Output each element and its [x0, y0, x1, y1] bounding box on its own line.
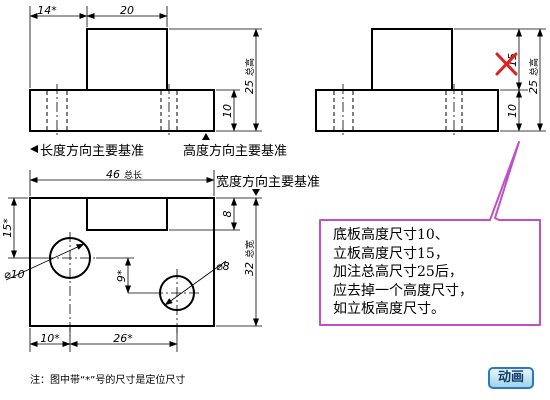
top-view-centerlines: [44, 232, 201, 336]
front-left-centerlines: [56, 84, 170, 137]
front-right-centerlines: [342, 84, 455, 137]
dim-left-top-width: 20: [120, 4, 134, 17]
front-left-dimension-lines: [29, 6, 262, 132]
footnote: 注：图中带“*”号的尺寸是定位尺寸: [30, 375, 186, 386]
front-view-right: [315, 28, 546, 137]
callout-line: 应去掉一个高度尺寸，: [333, 282, 473, 299]
height-datum-label: 高度方向主要基准: [183, 143, 287, 159]
dim-right-total-height: 25: [527, 80, 540, 94]
callout-text: 底板高度尺寸10、 立板高度尺寸15， 加注总高尺寸25后， 应去掉一个高度尺寸…: [333, 226, 493, 319]
front-left-base-plate: [29, 89, 215, 132]
dim-right-base-height: 10: [506, 104, 519, 118]
dim-hole1-diameter: ⌀10: [4, 268, 25, 281]
dim-hole-y: 15*: [1, 218, 14, 238]
cross-out-icon: [495, 52, 518, 76]
length-datum-arrow-icon: [30, 145, 38, 153]
dim-total-width: 32: [243, 262, 256, 276]
dim-slot-depth: 8: [221, 211, 234, 218]
dim-left-total-height: 25: [243, 80, 256, 94]
front-right-upright: [371, 28, 453, 91]
animation-button[interactable]: 动画: [488, 367, 534, 389]
front-left-hidden-holes: [46, 91, 178, 130]
callout-box: [319, 141, 541, 326]
height-datum-arrow-icon: [202, 133, 210, 140]
callout-line: 底板高度尺寸10、: [333, 227, 449, 243]
dim-hole-dy: 9*: [115, 269, 128, 282]
top-view-slot: [86, 197, 168, 231]
dim-total-width-label: 总宽: [244, 240, 256, 258]
dim-left-total-height-label: 总高: [244, 58, 256, 76]
top-view: [5, 170, 262, 352]
dim-hole-x: 10*: [40, 332, 60, 345]
dim-right-total-height-label: 总高: [528, 58, 540, 76]
width-datum-label: 宽度方向主要基准: [216, 174, 320, 190]
length-datum-label: 长度方向主要基准: [40, 143, 144, 159]
width-datum-arrow-icon: [252, 189, 260, 196]
dim-total-length-label: 总长: [124, 169, 142, 181]
callout-line: 如立板高度尺寸。: [333, 301, 445, 317]
dim-hole2-diameter: ⌀8: [216, 260, 230, 273]
callout-line: 立板高度尺寸15，: [333, 245, 449, 262]
dim-total-length: 46: [106, 168, 120, 181]
dim-left-offset: 14*: [37, 4, 57, 17]
dim-hole-dx: 26*: [113, 332, 133, 345]
front-left-upright: [86, 28, 168, 91]
dim-right-upright-height: 15: [506, 53, 519, 67]
front-right-dimension-lines: [454, 28, 546, 132]
front-right-hidden-holes: [333, 91, 463, 130]
top-view-dimension-lines: [5, 170, 262, 352]
callout-line: 加注总高尺寸25后，: [333, 264, 463, 280]
front-view-left: [29, 6, 262, 137]
dim-left-base-height: 10: [221, 104, 234, 118]
